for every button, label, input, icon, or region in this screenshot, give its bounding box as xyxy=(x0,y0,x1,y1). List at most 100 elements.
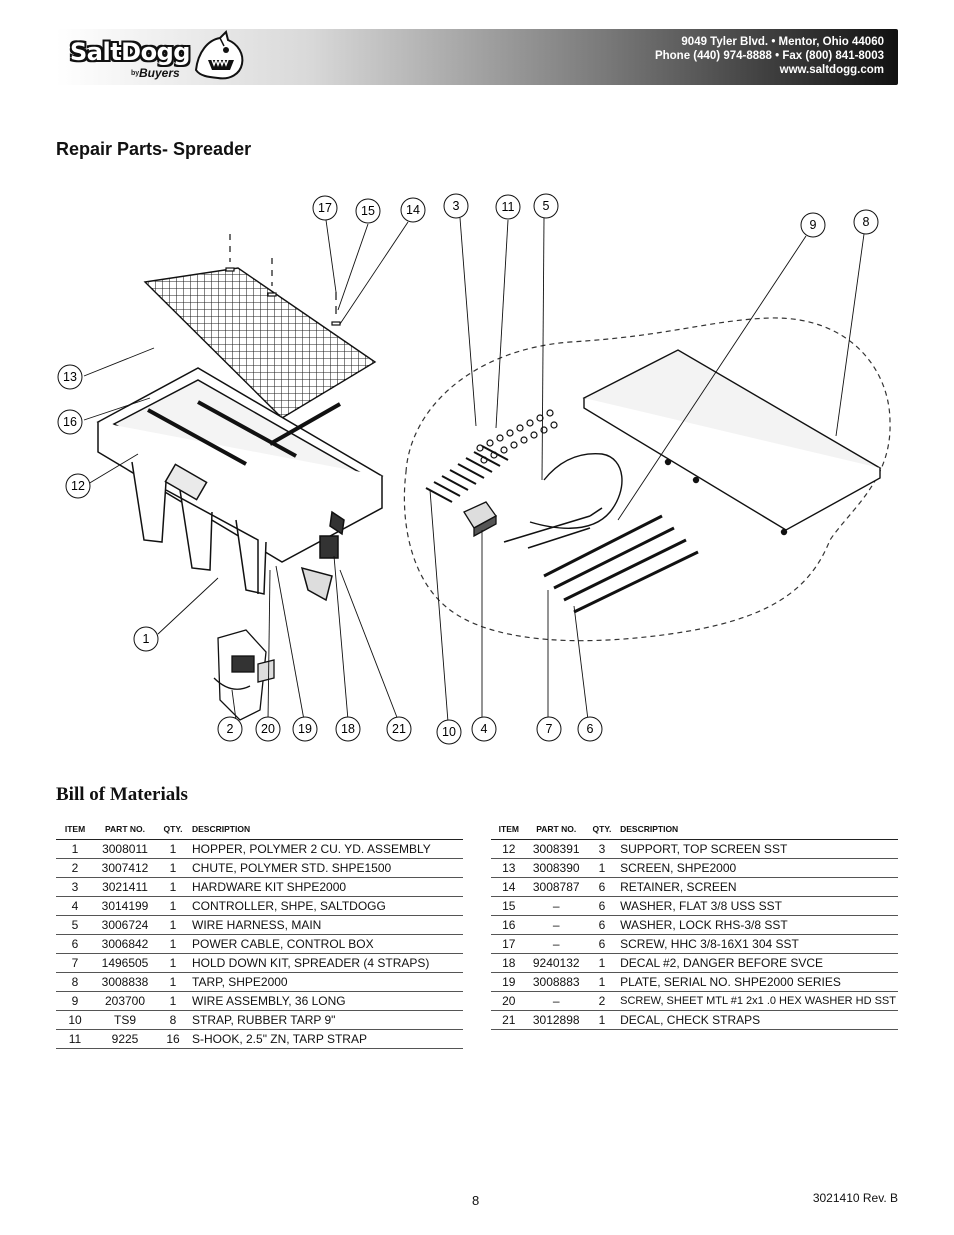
svg-text:13: 13 xyxy=(63,370,77,384)
hold-down-straps-part xyxy=(543,514,699,614)
cell-qty: 1 xyxy=(156,953,188,973)
cell-part-no: 203700 xyxy=(92,991,156,1011)
cell-qty: 1 xyxy=(585,1010,617,1030)
callout-bubbles: 17 15 14 3 11 5 9 8 13 16 12 1 2 20 19 1… xyxy=(57,193,879,745)
callout-16: 16 xyxy=(57,409,83,435)
cell-item: 20 xyxy=(491,991,525,1011)
svg-text:10: 10 xyxy=(442,725,456,739)
callout-leaders xyxy=(83,217,865,723)
cell-item: 3 xyxy=(56,877,92,897)
cell-item: 17 xyxy=(491,934,525,954)
svg-text:8: 8 xyxy=(863,215,870,229)
cell-description: POWER CABLE, CONTROL BOX xyxy=(188,934,463,954)
brand-logo: SaltDogg xyxy=(70,38,190,66)
cell-part-no: 1496505 xyxy=(92,953,156,973)
cell-item: 19 xyxy=(491,972,525,992)
cell-qty: 1 xyxy=(156,877,188,897)
s-hooks-part xyxy=(476,409,558,464)
header-banner xyxy=(56,29,898,85)
cell-part-no: 3008390 xyxy=(524,858,586,878)
cell-qty: 1 xyxy=(156,839,188,859)
web-link[interactable]: www.saltdogg.com xyxy=(779,64,884,76)
cell-description: RETAINER, SCREEN xyxy=(616,877,898,897)
svg-text:12: 12 xyxy=(71,479,85,493)
bom-header-row: ITEM PART NO. QTY. DESCRIPTION xyxy=(491,821,898,840)
cell-qty: 6 xyxy=(585,877,617,897)
cell-qty: 1 xyxy=(156,915,188,935)
cell-description: HOLD DOWN KIT, SPREADER (4 STRAPS) xyxy=(188,953,463,973)
col-description: DESCRIPTION xyxy=(616,821,898,840)
callout-2: 2 xyxy=(217,716,243,742)
callout-6: 6 xyxy=(577,716,603,742)
col-part-no: PART NO. xyxy=(524,821,586,840)
svg-text:6: 6 xyxy=(587,722,594,736)
callout-17: 17 xyxy=(312,195,338,221)
cell-part-no: 9225 xyxy=(92,1029,156,1049)
svg-text:11: 11 xyxy=(502,200,515,214)
callout-8: 8 xyxy=(853,209,879,235)
callout-21: 21 xyxy=(386,716,412,742)
cell-item: 9 xyxy=(56,991,92,1011)
cell-qty: 1 xyxy=(585,858,617,878)
cell-qty: 1 xyxy=(585,972,617,992)
screen-hardware-part xyxy=(225,234,341,326)
cell-item: 14 xyxy=(491,877,525,897)
bom-title: Bill of Materials xyxy=(56,784,188,805)
callout-13: 13 xyxy=(57,364,83,390)
callout-12: 12 xyxy=(65,473,91,499)
callout-19: 19 xyxy=(292,716,318,742)
exploded-parts-diagram: 17 15 14 3 11 5 9 8 13 16 12 1 2 20 19 1… xyxy=(57,193,891,745)
cell-part-no: 3014199 xyxy=(92,896,156,916)
cell-qty: 6 xyxy=(585,934,617,954)
cell-description: SCREEN, SHPE2000 xyxy=(616,858,898,878)
cell-qty: 1 xyxy=(585,953,617,973)
svg-text:17: 17 xyxy=(318,201,332,215)
cell-qty: 1 xyxy=(156,896,188,916)
cell-qty: 1 xyxy=(156,972,188,992)
cell-qty: 8 xyxy=(156,1010,188,1030)
cell-part-no: 3008391 xyxy=(524,839,586,859)
col-qty: QTY. xyxy=(156,821,188,840)
callout-9: 9 xyxy=(800,212,826,238)
cell-description: HARDWARE KIT SHPE2000 xyxy=(188,877,463,897)
cell-part-no: – xyxy=(524,934,586,954)
brand-buyers-label: Buyers xyxy=(139,66,180,80)
cell-part-no: – xyxy=(524,896,586,916)
cell-part-no: 9240132 xyxy=(524,953,586,973)
cell-part-no: – xyxy=(524,915,586,935)
cell-item: 10 xyxy=(56,1010,92,1030)
cell-description: SCREW, HHC 3/8-16X1 304 SST xyxy=(616,934,898,954)
svg-text:21: 21 xyxy=(392,722,406,736)
page-title: Repair Parts- Spreader xyxy=(56,139,252,159)
cell-description: S-HOOK, 2.5" ZN, TARP STRAP xyxy=(188,1029,463,1049)
cell-description: TARP, SHPE2000 xyxy=(188,972,463,992)
svg-text:14: 14 xyxy=(406,203,420,217)
cell-item: 7 xyxy=(56,953,92,973)
cell-description: WASHER, LOCK RHS-3/8 SST xyxy=(616,915,898,935)
svg-text:2: 2 xyxy=(227,722,234,736)
callout-7: 7 xyxy=(536,716,562,742)
cell-description: DECAL, CHECK STRAPS xyxy=(616,1010,898,1030)
svg-text:1: 1 xyxy=(143,632,150,646)
cell-part-no: 3008787 xyxy=(524,877,586,897)
svg-text:16: 16 xyxy=(63,415,77,429)
cell-description: WIRE HARNESS, MAIN xyxy=(188,915,463,935)
cell-item: 1 xyxy=(56,839,92,859)
cell-part-no: 3008883 xyxy=(524,972,586,992)
cell-item: 4 xyxy=(56,896,92,916)
cell-qty: 16 xyxy=(156,1029,188,1049)
cell-item: 15 xyxy=(491,896,525,916)
page-number: 8 xyxy=(472,1193,480,1208)
